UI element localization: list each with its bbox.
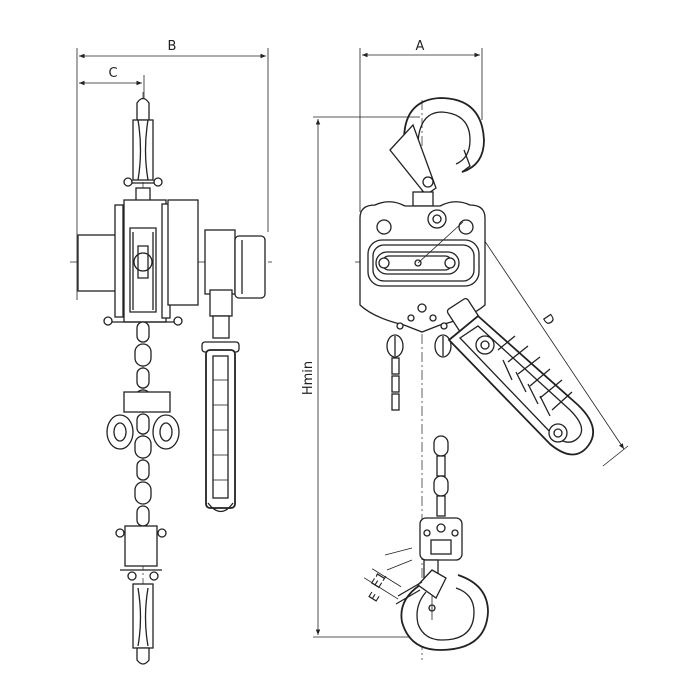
front-view: A Hmin D — [301, 39, 629, 660]
hoist-body-front — [359, 201, 486, 333]
dimension-hmin: Hmin — [301, 116, 430, 638]
dimension-e-label: E — [366, 590, 383, 605]
dimension-c-label: C — [108, 66, 117, 81]
chain-stubs-front — [386, 334, 452, 411]
dimension-a-label: A — [416, 39, 425, 54]
dimension-e1-label: E1 — [369, 569, 390, 591]
top-hook-side — [123, 97, 163, 203]
hoist-body-side — [77, 199, 266, 339]
side-view: B C — [70, 39, 272, 665]
bottom-hook-front — [395, 517, 489, 651]
bottom-hook-side — [115, 525, 167, 665]
dimension-c: C — [79, 66, 145, 98]
dimension-b-label: B — [168, 39, 177, 54]
lever-handle-front — [446, 297, 595, 456]
dimension-a: A — [359, 39, 483, 212]
dimension-hmin-label: Hmin — [301, 361, 316, 395]
lever-handle-side — [201, 341, 240, 513]
top-hook-front — [389, 97, 485, 207]
load-chain-side — [106, 321, 180, 527]
load-chain-front — [433, 435, 449, 517]
dimension-b: B — [76, 39, 269, 300]
